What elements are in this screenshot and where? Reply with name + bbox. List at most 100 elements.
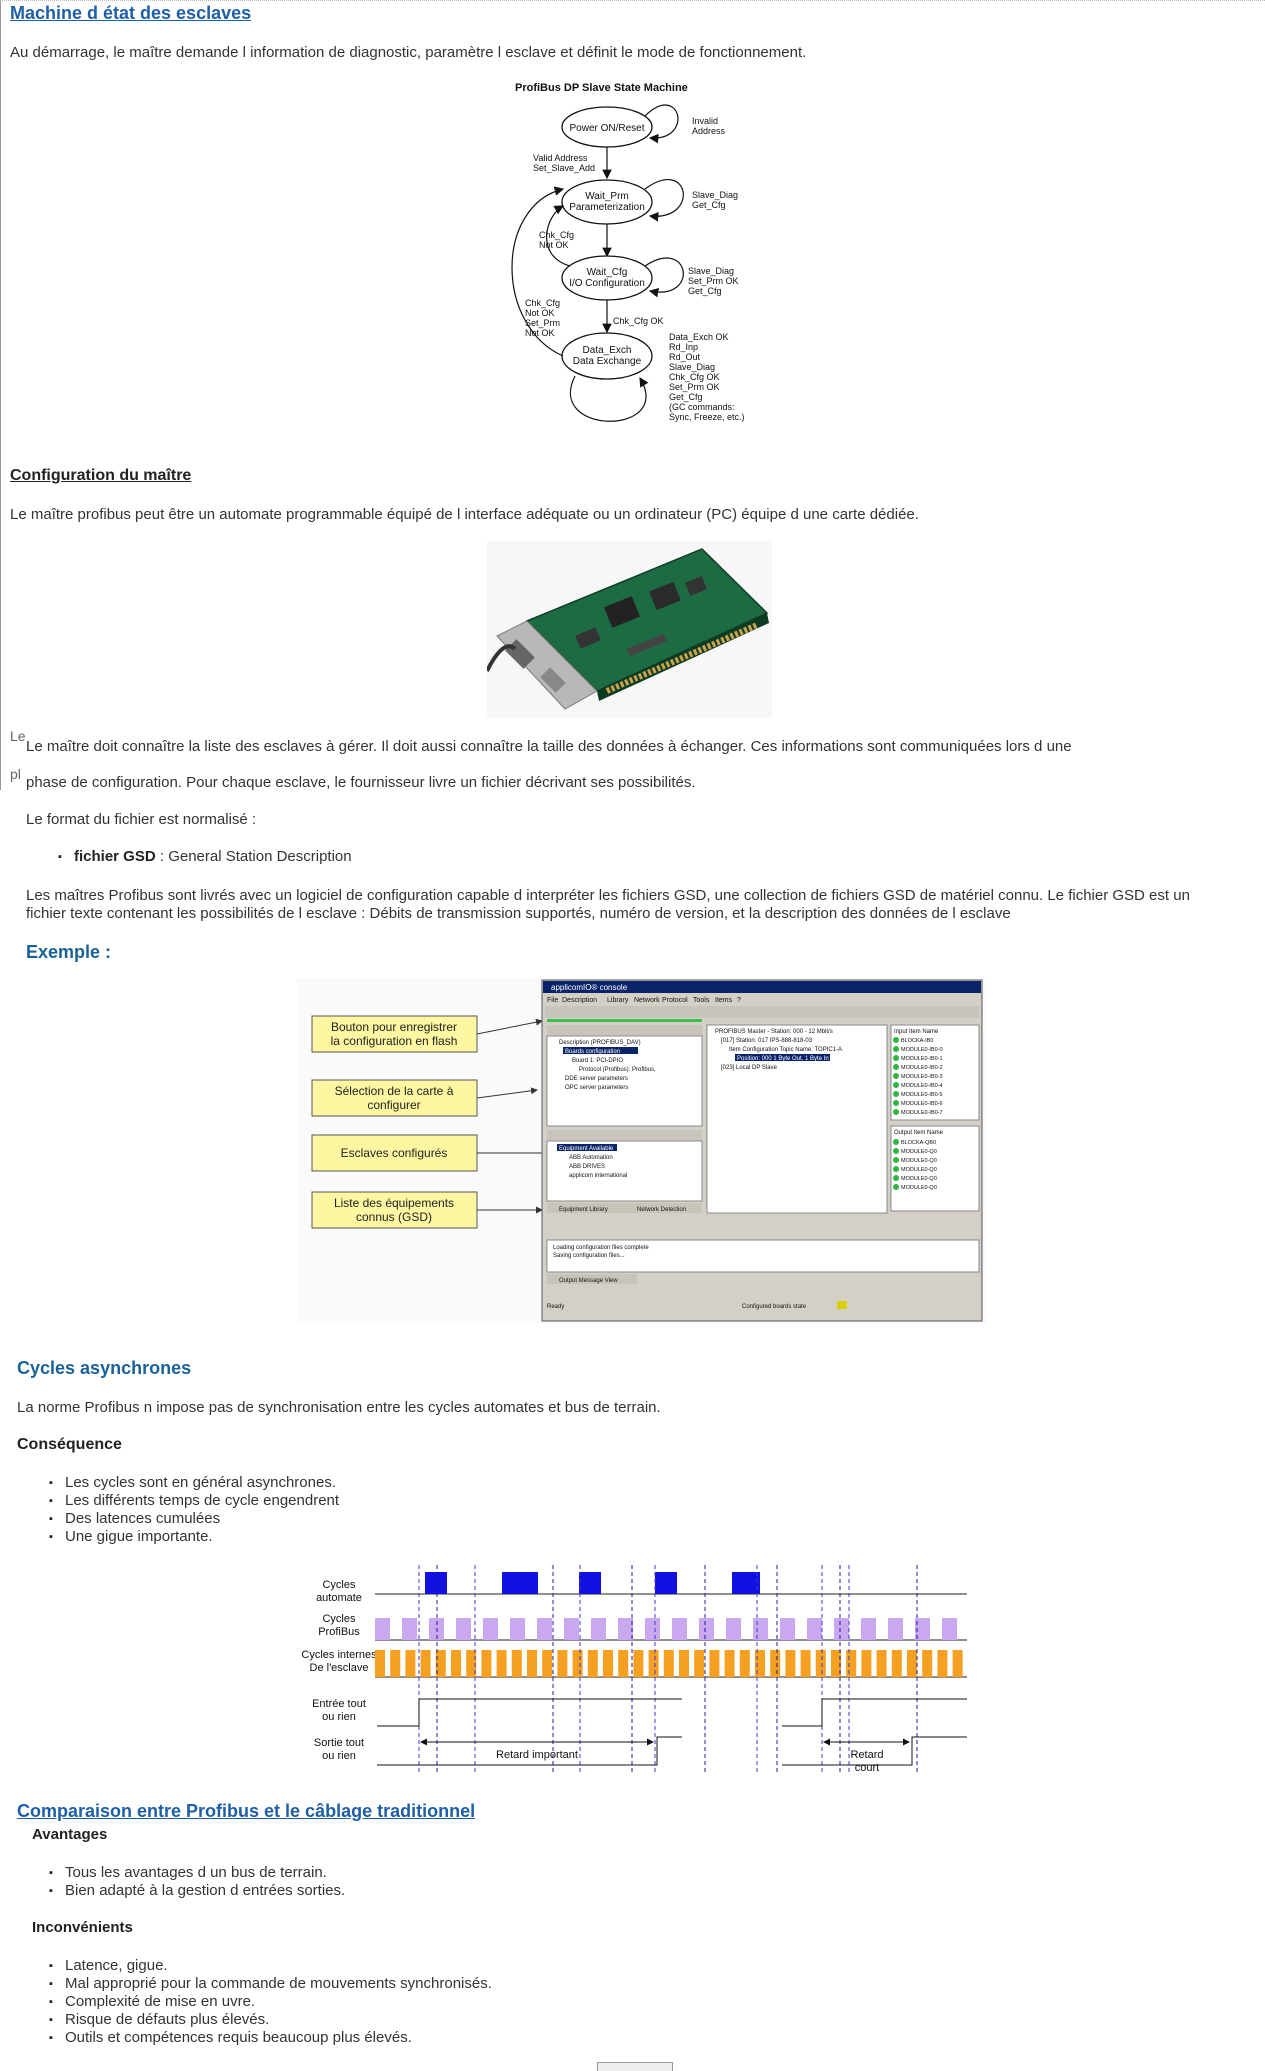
- svg-text:Chk_Cfg: Chk_Cfg: [525, 298, 560, 308]
- list-item: Les cycles sont en général asynchrones.: [49, 1474, 339, 1492]
- svg-text:MODULE0-IB0-5: MODULE0-IB0-5: [901, 1092, 943, 1098]
- profibus-cycle: [483, 1618, 498, 1640]
- automate-cycle: [579, 1572, 601, 1594]
- profibus-cycle: [942, 1618, 957, 1640]
- pci-card-image: [485, 541, 772, 718]
- svg-text:la configuration en flash: la configuration en flash: [331, 1034, 458, 1048]
- internal-cycle: [603, 1650, 613, 1677]
- profibus-cycle: [753, 1618, 768, 1640]
- internal-cycle: [907, 1650, 917, 1677]
- page-top-border: [0, 0, 1265, 2]
- internal-cycle: [511, 1650, 522, 1677]
- internal-cycle: [800, 1650, 811, 1677]
- input-signal-2: [782, 1698, 967, 1727]
- internal-cycle: [405, 1650, 416, 1677]
- svg-text:De l'esclave: De l'esclave: [310, 1662, 369, 1674]
- list-item: Tous les avantages d un bus de terrain.: [49, 1864, 345, 1882]
- svg-text:Description (PROFIBUS_DAV): Description (PROFIBUS_DAV): [559, 1040, 641, 1046]
- list-item: Des latences cumulées: [49, 1510, 339, 1528]
- svg-text:I/O Configuration: I/O Configuration: [569, 278, 645, 289]
- svg-text:Equipment Library: Equipment Library: [559, 1207, 608, 1213]
- svg-text:MODULE0-Q0: MODULE0-Q0: [901, 1158, 937, 1164]
- svg-text:Tools: Tools: [693, 997, 710, 1004]
- internal-cycle: [527, 1650, 537, 1677]
- svg-text:Item Configuration Topic Name: Item Configuration Topic Name: TOPIC1-A: [729, 1047, 842, 1053]
- svg-text:Cycles internes: Cycles internes: [301, 1649, 377, 1661]
- state-data-exch: Data_Exch: [583, 345, 632, 356]
- svg-text:ABB DRIVES: ABB DRIVES: [569, 1164, 605, 1170]
- internal-cycle: [679, 1650, 689, 1677]
- svg-text:Not OK: Not OK: [539, 240, 569, 250]
- svg-text:Slave_Diag: Slave_Diag: [692, 190, 738, 200]
- internal-cycle: [815, 1650, 826, 1677]
- svg-text:Slave_Diag: Slave_Diag: [688, 266, 734, 276]
- svg-text:Cycles: Cycles: [322, 1613, 356, 1625]
- profibus-cycle: [834, 1618, 849, 1640]
- gsd-paragraph-line2: fichier texte contenant les possibilités…: [26, 905, 1011, 922]
- svg-text:Items: Items: [715, 997, 733, 1004]
- svg-text:Parameterization: Parameterization: [569, 202, 645, 213]
- internal-cycle: [755, 1650, 765, 1677]
- internal-cycle: [770, 1650, 781, 1677]
- timing-row-labels: Cycles automate Cycles ProfiBus Cycles i…: [301, 1579, 377, 1762]
- list-item: Latence, gigue.: [49, 1957, 492, 1975]
- svg-text:configurer: configurer: [367, 1098, 420, 1112]
- internal-cycle: [542, 1650, 553, 1677]
- internal-cycle: [724, 1650, 735, 1677]
- svg-text:Chk_Cfg OK: Chk_Cfg OK: [669, 372, 720, 382]
- gsd-paragraph-line1: Les maîtres Profibus sont livrés avec un…: [26, 887, 1190, 904]
- ghost-text-le: Le: [10, 728, 26, 744]
- internal-cycle: [466, 1650, 477, 1677]
- profibus-cycle: [375, 1618, 390, 1640]
- config-paragraph-line2: phase de configuration. Pour chaque escl…: [26, 774, 696, 791]
- svg-text:ou rien: ou rien: [322, 1750, 356, 1762]
- svg-text:(GC commands:: (GC commands:: [669, 402, 735, 412]
- svg-text:Sélection de la carte à: Sélection de la carte à: [335, 1084, 454, 1098]
- internal-cycle: [709, 1650, 720, 1677]
- console-window-title: applicomIO® console: [551, 983, 628, 992]
- list-item: Bien adapté à la gestion d entrées sorti…: [49, 1882, 345, 1900]
- internal-cycle: [375, 1650, 385, 1677]
- profibus-cycle: [510, 1618, 525, 1640]
- internal-cycle: [633, 1650, 644, 1677]
- svg-text:MODULE0-IB0-1: MODULE0-IB0-1: [901, 1056, 943, 1062]
- svg-text:Data Exchange: Data Exchange: [573, 356, 642, 367]
- profibus-cycle: [402, 1618, 417, 1640]
- svg-text:Set_Prm: Set_Prm: [525, 318, 560, 328]
- svg-text:Equipment Available: Equipment Available: [559, 1146, 614, 1152]
- automate-cycle: [502, 1572, 538, 1594]
- svg-text:Rd_Inp: Rd_Inp: [669, 342, 698, 352]
- internal-cycle: [496, 1650, 507, 1677]
- example-title: Exemple :: [26, 942, 112, 962]
- svg-text:ProfiBus: ProfiBus: [318, 1626, 360, 1638]
- svg-text:MODULE0-IB0-4: MODULE0-IB0-4: [901, 1083, 943, 1089]
- svg-text:connus (GSD): connus (GSD): [356, 1210, 432, 1224]
- output-items: BLOCKA-QB0 MODULE0-Q0 MODULE0-Q0 MODULE0…: [893, 1139, 937, 1191]
- internal-cycle: [572, 1650, 583, 1677]
- svg-text:Sync, Freeze, etc.): Sync, Freeze, etc.): [669, 412, 745, 422]
- internal-cycle: [922, 1650, 933, 1677]
- internal-cycle: [435, 1650, 446, 1677]
- svg-text:Configured boards state: Configured boards state: [742, 1304, 807, 1310]
- input-signal: [377, 1698, 682, 1727]
- svg-text:Network Detection: Network Detection: [637, 1207, 686, 1213]
- gsd-item: fichier GSD : General Station Descriptio…: [58, 848, 352, 866]
- internal-cycle: [694, 1650, 705, 1677]
- section-title-comparison[interactable]: Comparaison entre Profibus et le câblage…: [17, 1801, 476, 1821]
- svg-text:Not OK: Not OK: [525, 328, 555, 338]
- svg-text:Ready: Ready: [547, 1304, 564, 1310]
- svg-text:court: court: [855, 1762, 879, 1774]
- svg-text:Chk_Cfg: Chk_Cfg: [539, 230, 574, 240]
- internal-cycle: [952, 1650, 963, 1677]
- list-item: Risque de défauts plus élevés.: [49, 2011, 492, 2029]
- internal-cycle: [861, 1650, 872, 1677]
- disadvantages-list: Latence, gigue. Mal approprié pour la co…: [15, 1957, 492, 2047]
- internal-cycle: [831, 1650, 841, 1677]
- section-title-state-machine[interactable]: Machine d état des esclaves: [10, 3, 252, 23]
- svg-text:Output Item Name: Output Item Name: [894, 1130, 944, 1136]
- svg-text:Network: Network: [634, 997, 660, 1004]
- svg-text:Get_Cfg: Get_Cfg: [688, 286, 722, 296]
- profibus-cycle: [807, 1618, 822, 1640]
- profibus-cycle: [672, 1618, 687, 1640]
- svg-text:MODULE0-IB0-3: MODULE0-IB0-3: [901, 1074, 943, 1080]
